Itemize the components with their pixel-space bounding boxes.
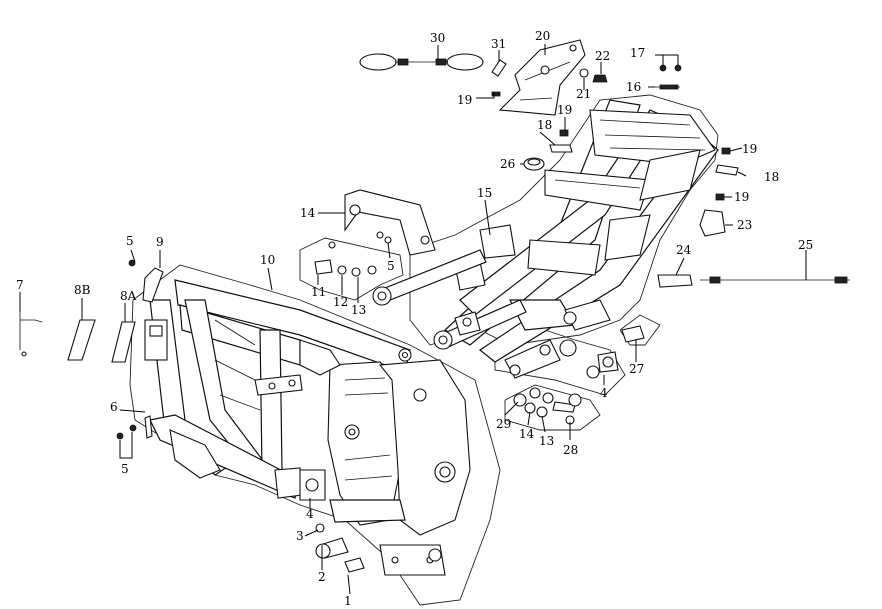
rear-subframe xyxy=(372,99,719,363)
callout-24: 24 xyxy=(676,243,692,257)
callout-5: 5 xyxy=(121,462,129,476)
callout-22: 22 xyxy=(595,49,610,63)
callout-10: 10 xyxy=(260,253,275,267)
callout-19: 19 xyxy=(742,142,757,156)
callout-17: 17 xyxy=(630,46,645,60)
callout-2: 2 xyxy=(318,570,326,584)
callout-7: 7 xyxy=(16,278,24,292)
callout-4: 4 xyxy=(600,386,608,400)
small-parts xyxy=(19,39,850,573)
callout-20: 20 xyxy=(535,29,550,43)
callout-19: 19 xyxy=(734,190,749,204)
main-frame xyxy=(144,279,471,576)
callout-12: 12 xyxy=(333,295,348,309)
callout-13: 13 xyxy=(351,303,366,317)
leader-lines xyxy=(19,44,807,595)
callout-23: 23 xyxy=(737,218,752,232)
callout-28: 28 xyxy=(563,443,578,457)
callout-18: 18 xyxy=(537,118,552,132)
callout-18: 18 xyxy=(764,170,779,184)
callout-27: 27 xyxy=(629,362,644,376)
callout-14: 14 xyxy=(300,206,316,220)
callout-8a: 8A xyxy=(120,289,137,303)
callout-3: 3 xyxy=(296,529,304,543)
callout-16: 16 xyxy=(626,80,641,94)
callout-5: 5 xyxy=(387,259,395,273)
callout-14: 14 xyxy=(519,427,535,441)
callout-1: 1 xyxy=(344,594,352,608)
callout-15: 15 xyxy=(477,186,492,200)
callout-11: 11 xyxy=(311,285,326,299)
callout-26: 26 xyxy=(500,157,515,171)
callout-29: 29 xyxy=(496,417,511,431)
callout-9: 9 xyxy=(156,235,164,249)
callout-4: 4 xyxy=(306,507,314,521)
callout-31: 31 xyxy=(491,37,506,51)
callout-19: 19 xyxy=(457,93,472,107)
callout-8b: 8B xyxy=(74,283,91,297)
callout-13: 13 xyxy=(539,434,554,448)
callout-labels: 1 2 3 4 4 5 5 5 6 7 8A 8B 9 10 11 12 13 … xyxy=(16,29,813,608)
callout-19: 19 xyxy=(557,103,572,117)
callout-5: 5 xyxy=(126,234,134,248)
callout-21: 21 xyxy=(576,87,591,101)
callout-25: 25 xyxy=(798,238,813,252)
callout-6: 6 xyxy=(110,400,118,414)
callout-30: 30 xyxy=(430,31,445,45)
